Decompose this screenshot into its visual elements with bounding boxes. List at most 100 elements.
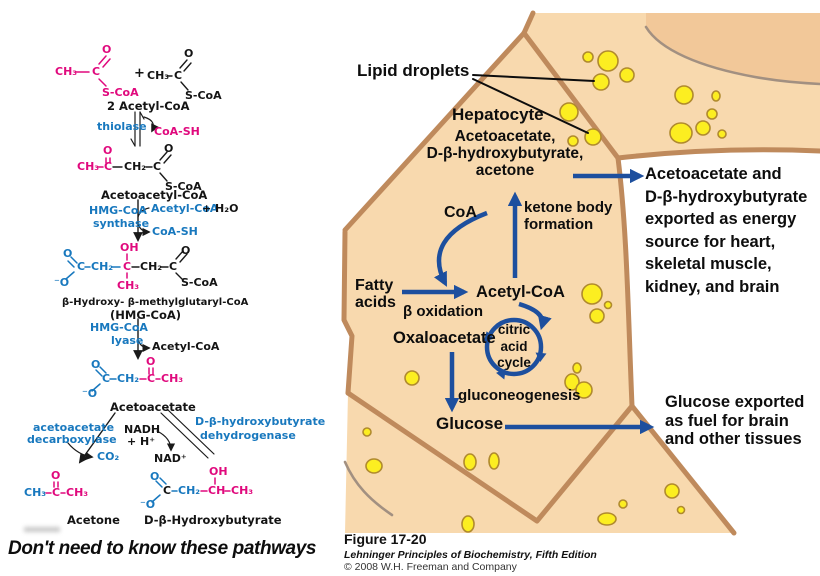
product-co2: CO₂ xyxy=(97,450,120,463)
cycle-arrowhead xyxy=(496,368,506,380)
lipid-droplets-pointer-line xyxy=(472,74,595,82)
formula-token: S-CoA xyxy=(165,180,202,193)
formula-token: C xyxy=(77,260,86,273)
lipid-droplet xyxy=(461,515,475,533)
formula-token: ⁻O xyxy=(82,387,98,400)
cell-membrane-thin xyxy=(343,460,394,517)
annotation-line: D-β-hydroxybutyrate xyxy=(645,187,808,206)
cycle-arrowhead xyxy=(535,352,547,362)
formula-token: CH₃ xyxy=(55,65,78,78)
label-beta-oxidation: β oxidation xyxy=(403,303,483,320)
formula-token: O xyxy=(184,47,194,60)
label-hmg-coa-full: β-Hydroxy- β-methylglutaryl-CoA xyxy=(62,297,249,308)
lipid-droplet xyxy=(597,50,619,72)
formula-token: S-CoA xyxy=(102,86,139,99)
label-citric-acid-cycle: citric acid cycle xyxy=(483,322,545,372)
formula-token: CH₃ xyxy=(77,160,100,173)
product-line: Acetoacetate, xyxy=(454,128,556,145)
cofactor-h-plus: + H⁺ xyxy=(127,435,156,448)
formula-token: O xyxy=(51,469,61,482)
label-fatty-acids: Fatty acids xyxy=(355,277,396,311)
lipid-droplet xyxy=(717,129,727,139)
lipid-droplet xyxy=(597,512,617,526)
formula-token: CH₂ xyxy=(117,372,140,385)
formula-token: O xyxy=(181,244,191,257)
cofactor-coa-sh: CoA-SH xyxy=(152,225,198,238)
cofactor-nadh: NADH xyxy=(124,423,161,436)
product-line: acetone xyxy=(475,162,535,179)
formula-token: CH₃ xyxy=(117,279,140,292)
label-acetone: Acetone xyxy=(67,513,120,527)
formula-token: C xyxy=(102,372,111,385)
enzyme-acetoacetate-decarboxylase: decarboxylase xyxy=(27,433,117,446)
annotation-glucose-export: Glucose exported as fuel for brain and o… xyxy=(665,393,804,449)
handwritten-note: Don't need to know these pathways xyxy=(8,538,317,559)
formula-token: CH₂ xyxy=(124,160,147,173)
formula-token: O xyxy=(103,144,113,157)
cell-membrane xyxy=(345,390,635,524)
formula-token: OH xyxy=(209,465,228,478)
enzyme-bhb-dehydrogenase: D-β-hydroxybutyrate xyxy=(195,415,326,428)
lipid-droplet xyxy=(564,373,580,391)
label-hepatocyte: Hepatocyte xyxy=(452,105,544,124)
enzyme-thiolase: thiolase xyxy=(97,120,147,133)
substrate-h2o: + H₂O xyxy=(202,202,239,215)
label-acetoacetate: Acetoacetate xyxy=(110,400,196,414)
label-lipid-droplets: Lipid droplets xyxy=(357,61,470,80)
formula-token: CH₃ xyxy=(231,484,254,497)
formula-token: S-CoA xyxy=(185,89,222,102)
lipid-droplet xyxy=(404,370,420,386)
arrow-acetylcoa-to-cycle xyxy=(518,301,552,331)
neighbor-cell-corner xyxy=(646,13,820,84)
lipid-droplet xyxy=(567,135,579,147)
formula-token: C xyxy=(153,160,162,173)
formula-token: CH₃ xyxy=(66,486,89,499)
figure-number: Figure 17-20 xyxy=(344,531,427,547)
formula-token: ⁻O xyxy=(140,498,156,511)
label-ketone-body-formation: ketone body formation xyxy=(524,199,612,233)
cropped-caption-remnant xyxy=(24,527,60,532)
formula-token: S-CoA xyxy=(181,276,218,289)
label-glucose: Glucose xyxy=(436,414,504,433)
label-coa: CoA xyxy=(444,204,477,221)
formula-token: C xyxy=(169,260,178,273)
product-line: D-β-hydroxybutyrate, xyxy=(426,145,584,162)
formula-token: C xyxy=(123,260,132,273)
lipid-droplet xyxy=(676,505,686,515)
lipid-droplet xyxy=(582,51,594,63)
cell-membrane xyxy=(615,155,635,409)
formula-token: CH₂ xyxy=(140,260,163,273)
label-line: Fatty xyxy=(355,277,394,294)
ketone-products-list: Acetoacetate, D-β-hydroxybutyrate, aceto… xyxy=(400,128,610,179)
lipid-droplet xyxy=(575,381,593,399)
annotation-line: skeletal muscle, xyxy=(645,255,772,273)
lipid-droplet xyxy=(592,73,610,91)
cell-membrane-thin xyxy=(644,25,820,86)
cell-membrane xyxy=(521,10,536,36)
annotation-ketone-export: Acetoacetate and D-β-hydroxybutyrate exp… xyxy=(645,163,807,298)
cofactor-coa-sh: CoA-SH xyxy=(154,125,200,138)
lipid-droplet xyxy=(463,453,477,471)
product-acetyl-coa-out: Acetyl-CoA xyxy=(152,340,220,353)
enzyme-hmg-coa-synthase: synthase xyxy=(93,217,150,230)
label-line: citric xyxy=(497,322,531,337)
label-bhb: D-β-Hydroxybutyrate xyxy=(144,513,282,527)
lipid-droplets xyxy=(362,50,727,533)
lipid-droplet xyxy=(559,102,579,122)
enzyme-hmg-coa-synthase: HMG-CoA xyxy=(89,204,147,217)
lipid-droplet xyxy=(362,427,372,437)
book-title: Lehninger Principles of Biochemistry, Fi… xyxy=(344,549,597,561)
lipid-droplet xyxy=(618,499,628,509)
hepatocyte-tissue xyxy=(341,10,820,536)
cofactor-nad-plus: NAD⁺ xyxy=(154,452,187,465)
formula-token: CH₃ xyxy=(24,486,47,499)
lipid-droplet xyxy=(603,300,613,310)
formula-token: ⁻O xyxy=(54,276,70,289)
annotation-line: kidney, and brain xyxy=(645,277,780,296)
enzyme-bhb-dehydrogenase: dehydrogenase xyxy=(200,429,296,442)
formula-token: OH xyxy=(120,241,139,254)
lipid-droplet xyxy=(669,122,693,144)
lipid-droplet xyxy=(711,90,721,102)
annotation-line: Glucose exported xyxy=(665,393,805,411)
